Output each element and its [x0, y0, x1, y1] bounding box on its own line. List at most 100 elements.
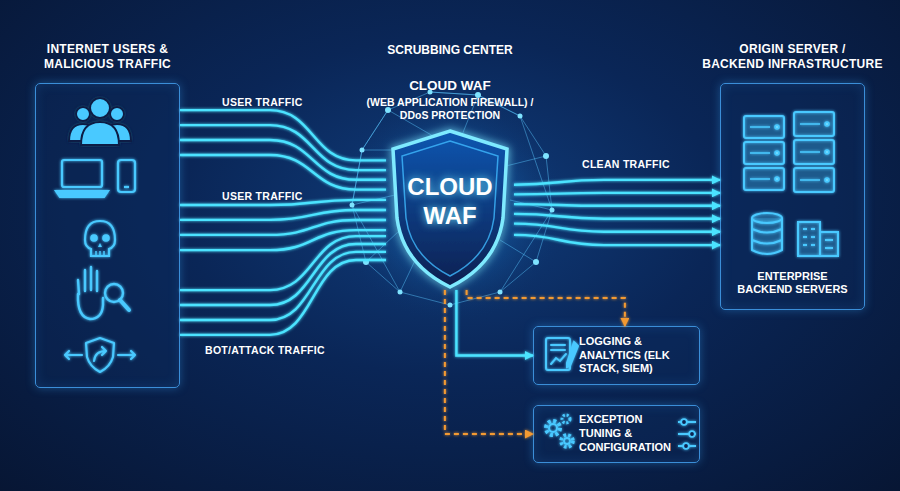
shield-arrows-icon-part: [94, 347, 106, 361]
connector-line: [514, 193, 720, 195]
connector-line: [456, 290, 533, 356]
waf-shield: CLOUD WAF: [386, 128, 514, 290]
devices-icon-part: [56, 191, 108, 197]
log-report-icon-part: [551, 354, 566, 364]
skull-icon: [85, 221, 115, 256]
connector-line: [180, 140, 386, 180]
connector-line: [467, 290, 625, 326]
connector-line: [445, 290, 533, 434]
sliders-icon-part: [681, 419, 687, 425]
server-rack-icon-part: [775, 177, 779, 181]
server-rack-icon-part: [775, 151, 779, 155]
devices-icon-part: [62, 160, 102, 187]
gears-icon-part: [561, 435, 573, 447]
devices-icon-part: [118, 160, 135, 192]
connector-line: [180, 125, 386, 170]
connector-line: [514, 235, 720, 245]
network-dots-part: [360, 148, 365, 153]
gears-icon-part: [564, 438, 570, 444]
skull-icon-part: [90, 234, 98, 242]
section-heading: SCRUBBING CENTER: [340, 43, 560, 58]
shield-arrows-icon-part: [118, 351, 135, 359]
server-rack-icon-part: [750, 124, 820, 180]
network-dots-part: [518, 114, 523, 119]
connector-label: USER TRAFFIC: [222, 96, 303, 109]
devices-icon: [56, 160, 135, 197]
shield-title: CLOUD WAF: [405, 172, 495, 230]
gears-icon: [546, 415, 573, 447]
server-rack-icon-part: [825, 150, 829, 154]
building-icon-part: [798, 222, 820, 256]
traffic-connector: [180, 110, 386, 190]
section-heading: CLOUD WAF: [340, 78, 560, 95]
network-mesh-part: [352, 92, 552, 305]
gears-icon-part: [562, 415, 570, 423]
panel-heading: ORIGIN SERVER / BACKEND INFRASTRUCTURE: [702, 42, 884, 72]
connector-line: [180, 110, 386, 160]
sliders-icon-part: [683, 443, 689, 449]
network-mesh: [352, 92, 552, 305]
gears-icon-part: [549, 424, 557, 432]
shield-arrows-icon-part: [86, 338, 114, 372]
logging-box: LOGGING & ANALYTICS (ELK STACK, SIEM): [533, 326, 700, 385]
connector-line: [180, 260, 386, 335]
network-dots-part: [398, 290, 403, 295]
backend-panel: ORIGIN SERVER / BACKEND INFRASTRUCTUREEN…: [720, 83, 865, 310]
building-icon: [798, 222, 838, 256]
skull-icon-part: [102, 234, 110, 242]
connector-label: CLEAN TRAFFIC: [582, 158, 670, 171]
building-icon-part: [820, 232, 838, 256]
database-icon-part: [752, 213, 782, 223]
fingerprint-search-icon-part: [120, 300, 129, 310]
connector-line: [514, 224, 720, 232]
connector-line: [180, 210, 386, 220]
connector-label: USER TRAFFIC: [222, 190, 303, 203]
users-icon-part: [81, 122, 119, 145]
server-rack-icon: [744, 112, 834, 192]
traffic-connector: [456, 290, 533, 356]
log-report-icon-part: [567, 342, 578, 367]
database-icon-part: [752, 229, 782, 244]
network-dots-part: [448, 303, 453, 308]
users-icon-part: [76, 107, 90, 121]
users-icon-part: [90, 98, 110, 118]
server-rack-icon-part: [825, 178, 829, 182]
network-dots-part: [550, 208, 555, 213]
network-dots-part: [498, 290, 503, 295]
config-flow-connector: [467, 290, 625, 326]
fingerprint-search-icon-part: [78, 267, 97, 294]
connector-line: [180, 252, 386, 320]
connector-label: BOT/ATTACK TRAFFIC: [205, 344, 325, 357]
icon-layer-part: [56, 98, 838, 449]
connector-line: [514, 204, 720, 206]
connector-line: [180, 155, 386, 190]
skull-icon-part: [85, 221, 115, 256]
traffic-connector: [180, 200, 386, 250]
skull-icon-part: [98, 243, 102, 247]
database-icon: [752, 213, 782, 254]
users-icon: [69, 98, 131, 145]
shield-halo: [330, 88, 570, 328]
shield-inner-outline: [402, 141, 498, 276]
config-flow-connector: [445, 290, 533, 434]
box-text: LOGGING & ANALYTICS (ELK STACK, SIEM): [579, 335, 683, 376]
server-rack-icon-part: [775, 125, 779, 129]
fingerprint-search-icon-part: [78, 294, 103, 319]
skull-icon-part: [96, 251, 104, 256]
panel-heading: INTERNET USERS & MALICIOUS TRAFFIC: [33, 42, 183, 72]
gears-icon-part: [546, 421, 560, 435]
sliders-icon-part: [689, 431, 695, 437]
shield-shape: [393, 131, 507, 287]
building-icon-part: [803, 229, 833, 248]
shield-arrows-icon: [65, 338, 135, 372]
sliders-icon-part: [678, 422, 696, 446]
connector-line: [180, 244, 386, 305]
users-icon-part: [110, 107, 124, 121]
shield-arrows-icon-part: [65, 351, 82, 359]
box-text: EXCEPTION TUNING & CONFIGURATION: [579, 413, 683, 454]
connector-line: [514, 180, 720, 185]
log-report-icon: [546, 338, 578, 370]
traffic-connector: [180, 236, 386, 335]
